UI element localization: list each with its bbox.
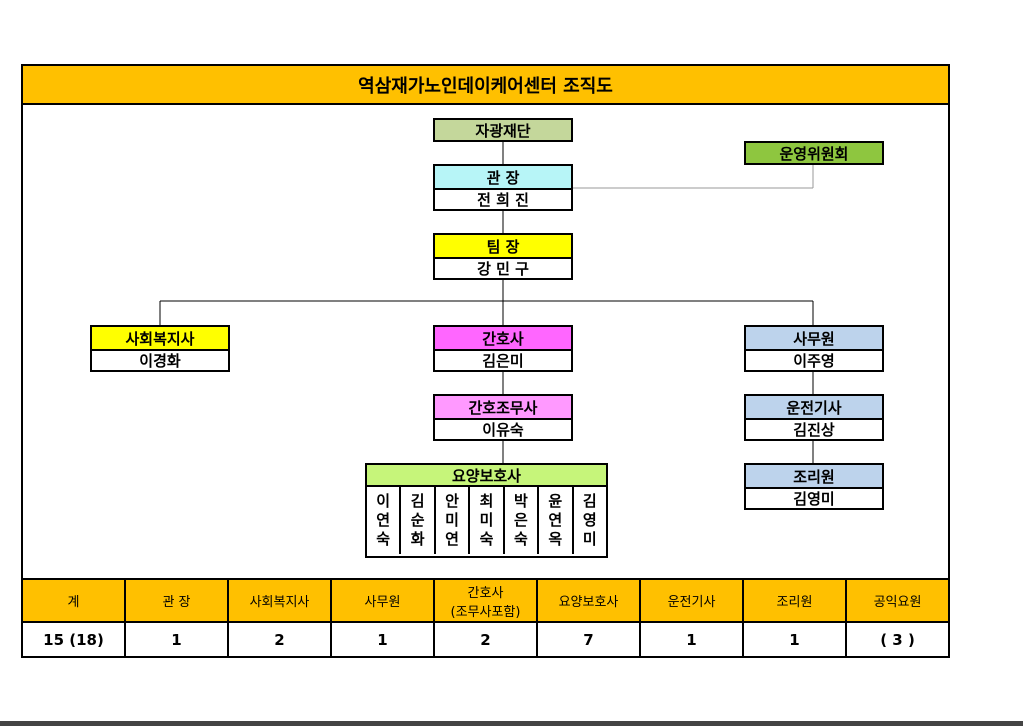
header-nurse: 간호사 (조무사포함) bbox=[433, 578, 538, 623]
value-social-worker: 2 bbox=[227, 621, 332, 658]
foundation-box: 자광재단 bbox=[433, 118, 573, 142]
team-lead-box: 팀 장 강 민 구 bbox=[433, 233, 573, 280]
driver-role: 운전기사 bbox=[746, 396, 882, 418]
value-cook: 1 bbox=[742, 621, 847, 658]
cook-name: 김영미 bbox=[746, 487, 882, 508]
committee-box: 운영위원회 bbox=[744, 141, 884, 165]
team-lead-role: 팀 장 bbox=[435, 235, 571, 257]
caregivers-role: 요양보호사 bbox=[367, 465, 606, 487]
header-driver: 운전기사 bbox=[639, 578, 744, 623]
cook-box: 조리원 김영미 bbox=[744, 463, 884, 510]
header-nurse-sub: (조무사포함) bbox=[450, 604, 521, 620]
header-cook: 조리원 bbox=[742, 578, 847, 623]
nurse-aide-role: 간호조무사 bbox=[435, 396, 571, 418]
value-office: 1 bbox=[330, 621, 435, 658]
header-total: 계 bbox=[21, 578, 126, 623]
value-nurse: 2 bbox=[433, 621, 538, 658]
header-social-worker: 사회복지사 bbox=[227, 578, 332, 623]
nurse-aide-name: 이유숙 bbox=[435, 418, 571, 439]
nurse-name: 김은미 bbox=[435, 349, 571, 370]
driver-name: 김진상 bbox=[746, 418, 882, 439]
office-name: 이주영 bbox=[746, 349, 882, 370]
value-public-service: ( 3 ) bbox=[845, 621, 950, 658]
social-worker-box: 사회복지사 이경화 bbox=[90, 325, 230, 372]
driver-box: 운전기사 김진상 bbox=[744, 394, 884, 441]
social-worker-name: 이경화 bbox=[92, 349, 228, 370]
table-header-row: 계 관 장 사회복지사 사무원 간호사 (조무사포함) 요양보호사 운전기사 조… bbox=[21, 578, 950, 623]
foundation-label: 자광재단 bbox=[475, 121, 531, 140]
director-role: 관 장 bbox=[435, 166, 571, 188]
chart-title: 역삼재가노인데이케어센터 조직도 bbox=[21, 64, 950, 105]
header-caregiver: 요양보호사 bbox=[536, 578, 641, 623]
social-worker-role: 사회복지사 bbox=[92, 327, 228, 349]
window-bottom-edge bbox=[0, 721, 1023, 726]
nurse-aide-box: 간호조무사 이유숙 bbox=[433, 394, 573, 441]
value-director: 1 bbox=[124, 621, 229, 658]
value-total: 15 (18) bbox=[21, 621, 126, 658]
header-public-service: 공익요원 bbox=[845, 578, 950, 623]
cook-role: 조리원 bbox=[746, 465, 882, 487]
value-driver: 1 bbox=[639, 621, 744, 658]
table-value-row: 15 (18) 1 2 1 2 7 1 1 ( 3 ) bbox=[21, 621, 950, 658]
header-office: 사무원 bbox=[330, 578, 435, 623]
nurse-role: 간호사 bbox=[435, 327, 571, 349]
committee-label: 운영위원회 bbox=[779, 144, 849, 163]
value-caregiver: 7 bbox=[536, 621, 641, 658]
director-box: 관 장 전 희 진 bbox=[433, 164, 573, 211]
header-director: 관 장 bbox=[124, 578, 229, 623]
staff-summary-table: 계 관 장 사회복지사 사무원 간호사 (조무사포함) 요양보호사 운전기사 조… bbox=[21, 578, 950, 658]
office-box: 사무원 이주영 bbox=[744, 325, 884, 372]
office-role: 사무원 bbox=[746, 327, 882, 349]
director-name: 전 희 진 bbox=[435, 188, 571, 209]
nurse-box: 간호사 김은미 bbox=[433, 325, 573, 372]
team-lead-name: 강 민 구 bbox=[435, 257, 571, 278]
header-nurse-label: 간호사 bbox=[467, 585, 504, 601]
